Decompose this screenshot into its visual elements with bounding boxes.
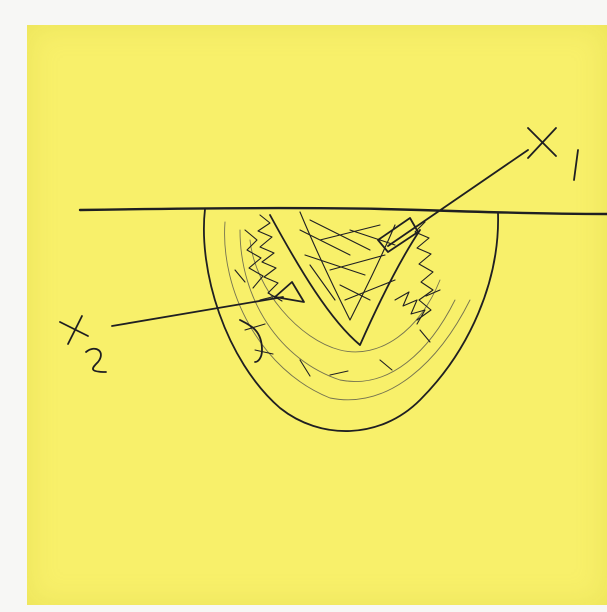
core-v-inner [300,212,395,320]
surface-line [80,208,607,214]
inner-bowl-3 [250,240,440,352]
zigzag-left [258,215,282,301]
x1-marker [378,218,418,252]
core-hatch [300,220,395,300]
x2-leader-line [112,297,283,326]
inner-bowl-1 [225,222,470,400]
zigzag-right-2 [395,292,425,324]
x2-label [60,316,106,372]
core-v [270,215,420,345]
outer-bowl [204,209,498,431]
x1-leader-line [388,150,528,246]
zigzag-right [415,222,433,320]
x1-label [528,128,578,180]
